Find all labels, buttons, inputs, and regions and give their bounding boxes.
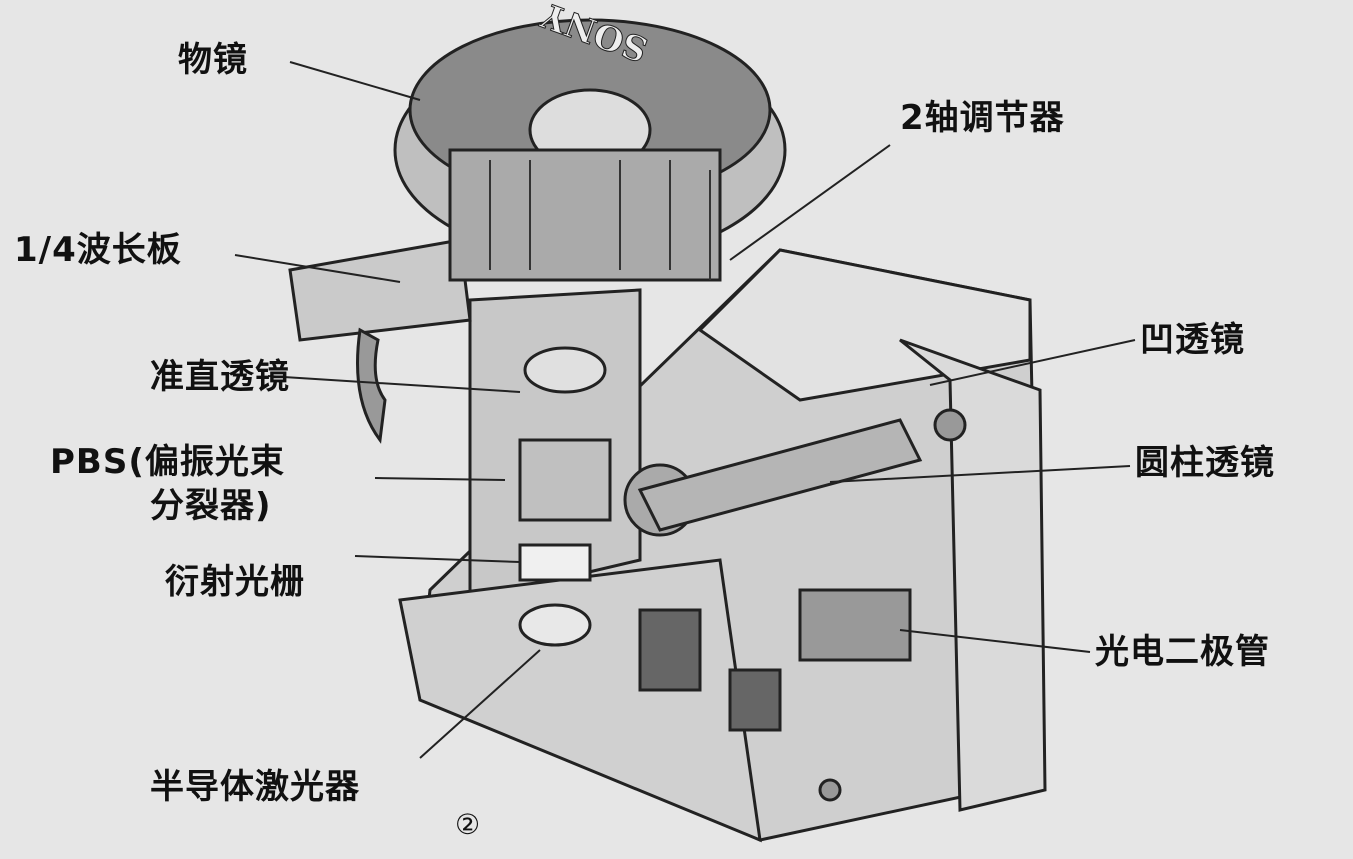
label-quarter-wave-plate: 1/4波长板 bbox=[14, 230, 182, 270]
label-photodiode: 光电二极管 bbox=[1095, 632, 1270, 672]
figure-number: ② bbox=[455, 808, 481, 841]
optical-components bbox=[518, 346, 967, 802]
pickup-housing bbox=[288, 238, 1047, 843]
label-diffraction-grating: 衍射光栅 bbox=[165, 562, 305, 602]
label-pbs-line1: PBS(偏振光束 bbox=[50, 442, 285, 482]
label-cylindrical-lens: 圆柱透镜 bbox=[1135, 443, 1275, 483]
label-two-axis-actuator: 2轴调节器 bbox=[900, 98, 1065, 138]
label-concave-lens: 凹透镜 bbox=[1140, 320, 1245, 360]
label-objective-lens: 物镜 bbox=[178, 40, 248, 80]
label-pbs-line2: 分裂器) bbox=[150, 486, 272, 526]
label-laser-diode: 半导体激光器 bbox=[150, 767, 360, 807]
leader-lines bbox=[234, 61, 1136, 759]
label-collimator-lens: 准直透镜 bbox=[150, 357, 290, 397]
objective-lens-assembly: SONY bbox=[393, 0, 787, 282]
